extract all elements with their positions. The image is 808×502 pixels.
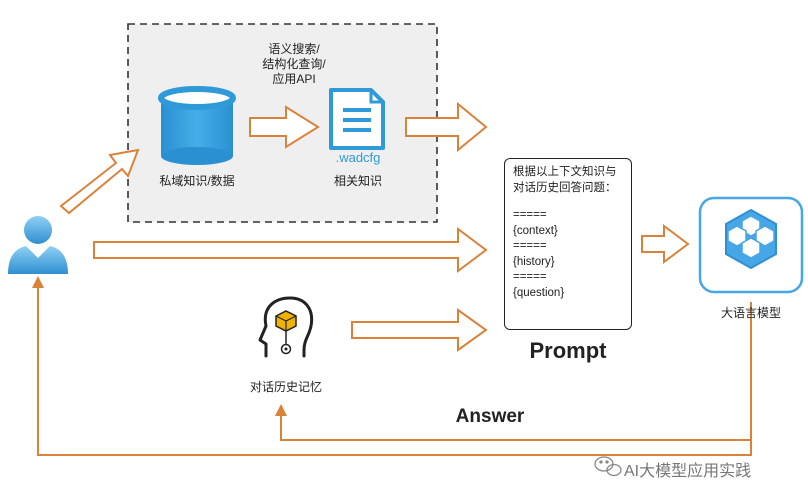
arrow-user-to-region bbox=[59, 148, 140, 215]
related-knowledge-label: 相关知识 bbox=[333, 174, 382, 188]
prompt-template-box: 根据以上下文知识与对话历史回答问题： ===== {context} =====… bbox=[504, 158, 632, 330]
arrow-history-to-prompt bbox=[351, 308, 488, 352]
llm-label: 大语言模型 bbox=[720, 306, 781, 320]
database-icon bbox=[158, 86, 236, 165]
answer-line-to-user bbox=[37, 284, 752, 456]
method-line: 语义搜索/ bbox=[268, 42, 320, 56]
arrow-user-to-prompt bbox=[93, 227, 488, 273]
prompt-line: ===== bbox=[513, 240, 547, 252]
wechat-icon bbox=[594, 456, 622, 477]
arrow-region-to-prompt bbox=[405, 101, 488, 153]
user-icon bbox=[8, 216, 68, 274]
prompt-title: Prompt bbox=[529, 338, 607, 363]
method-line: 结构化查询/ bbox=[262, 57, 326, 71]
private-data-label: 私域知识/数据 bbox=[159, 174, 235, 188]
method-line: 应用API bbox=[272, 72, 316, 86]
history-memory-label: 对话历史记忆 bbox=[249, 380, 322, 394]
head-memory-icon bbox=[258, 296, 314, 358]
arrow-db-to-doc bbox=[249, 105, 320, 149]
retrieval-method-label: 语义搜索/ 结构化查询/ 应用API bbox=[238, 42, 350, 87]
arrowhead-user bbox=[32, 276, 44, 288]
prompt-line: {context} bbox=[513, 224, 558, 237]
arrowhead-history bbox=[275, 404, 287, 416]
answer-label: Answer bbox=[455, 406, 525, 427]
document-icon bbox=[329, 88, 385, 150]
answer-line-to-history bbox=[280, 302, 752, 441]
llm-icon bbox=[698, 196, 804, 294]
prompt-line: {question} bbox=[513, 286, 565, 299]
doc-extension-label: .wadcfg bbox=[335, 150, 381, 165]
prompt-line: ===== bbox=[513, 271, 547, 283]
arrow-prompt-to-llm bbox=[641, 224, 690, 264]
watermark-text: AI大模型应用实践 bbox=[624, 463, 752, 480]
prompt-intro: 根据以上下文知识与对话历史回答问题： bbox=[513, 166, 617, 194]
prompt-line: ===== bbox=[513, 209, 547, 221]
prompt-line: {history} bbox=[513, 255, 555, 268]
